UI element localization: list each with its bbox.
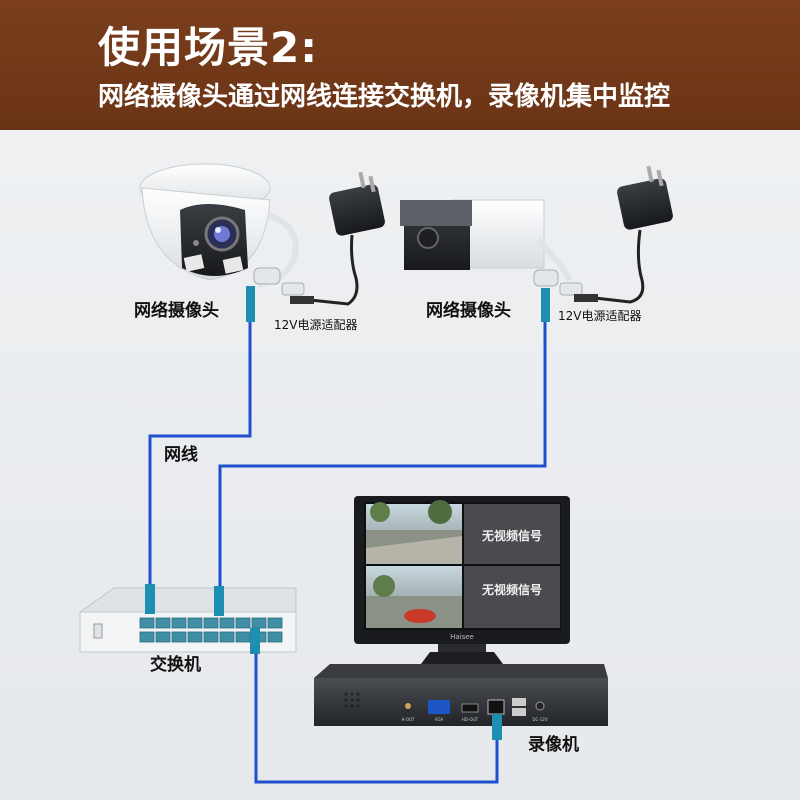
no-signal-label-2: 无视频信号 (481, 582, 542, 597)
port-hd-out-label: HD-OUT (462, 717, 479, 722)
adapter-left-label: 12V电源适配器 (274, 318, 357, 332)
page-title: 使用场景2: (98, 23, 319, 72)
bullet-camera-right (400, 199, 583, 322)
network-cable-right (218, 320, 547, 586)
video-tile-3 (366, 566, 462, 628)
dome-camera-left (139, 163, 305, 322)
network-cable-switch-nvr (254, 650, 499, 784)
page-subtitle: 网络摄像头通过网线连接交换机，录像机集中监控 (98, 82, 671, 112)
port-dc-label: DC-12V (532, 717, 547, 722)
network-cable-left (148, 322, 252, 584)
no-signal-label-1: 无视频信号 (481, 528, 542, 543)
video-tile-1 (366, 500, 462, 564)
adapter-right-label: 12V电源适配器 (558, 309, 641, 323)
port-vga-label: VGA (435, 717, 444, 722)
switch-label: 交换机 (150, 654, 201, 675)
camera-right-label: 网络摄像头 (426, 300, 511, 321)
nvr-label: 录像机 (528, 734, 579, 755)
video-tile-4 (464, 566, 560, 628)
cable-label: 网线 (164, 444, 198, 465)
video-tile-2 (464, 504, 560, 564)
monitor: 无视频信号 无视频信号 Haisee (354, 496, 570, 676)
header-banner: 使用场景2: 网络摄像头通过网线连接交换机，录像机集中监控 (0, 0, 800, 130)
monitor-brand: Haisee (450, 633, 474, 641)
camera-left-label: 网络摄像头 (134, 300, 219, 321)
power-adapter-left (290, 171, 385, 306)
nvr-recorder: A-OUT VGA HD-OUT DC-12V (314, 664, 608, 740)
port-a-out-label: A-OUT (402, 717, 415, 722)
power-adapter-right (574, 165, 673, 304)
network-switch (78, 584, 297, 654)
